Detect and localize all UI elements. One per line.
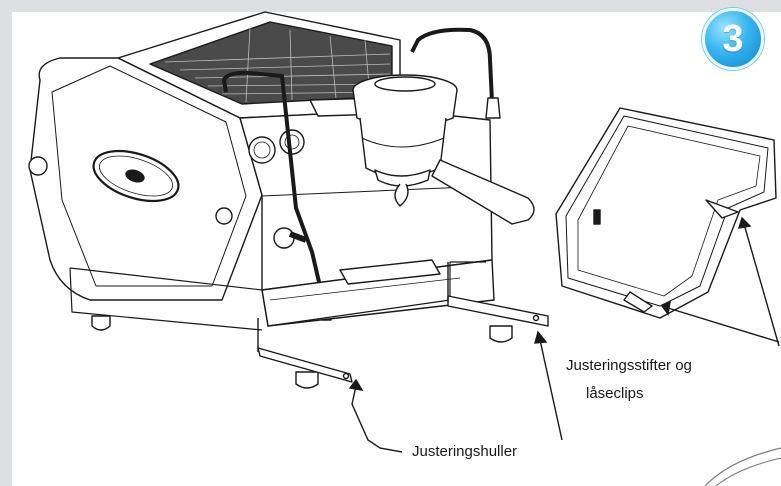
step-number: 3 (722, 18, 744, 60)
bracket-left (257, 347, 353, 383)
detail-inset (555, 107, 777, 319)
callout-arrows (348, 216, 780, 453)
arrow-head-pins-lower (660, 300, 671, 316)
label-adjustment-pins-line1: Justeringsstifter og (566, 357, 692, 374)
arrow-head-holes-left (348, 378, 364, 391)
foot-front-right (489, 325, 513, 343)
chassis-base (69, 261, 486, 327)
adjustment-hole-left (342, 372, 350, 380)
step-number-badge: 3 (702, 8, 764, 70)
foot-front-left (295, 371, 319, 389)
arrow-pins-upper (743, 223, 780, 347)
arrow-holes-right (539, 339, 563, 441)
locking-clip-upper (705, 199, 739, 219)
label-adjustment-holes: Justeringshuller (412, 443, 518, 460)
pressure-gauge-left (248, 136, 276, 164)
label-adjustment-pins-line2: låseclips (586, 385, 644, 402)
side-knob-left (28, 156, 48, 176)
steam-pipe-rear (410, 27, 494, 103)
steam-wand (222, 70, 328, 313)
adjustment-hole-right (532, 314, 540, 322)
inset-panel-outer (555, 107, 777, 319)
side-knob-right (215, 207, 233, 225)
arrow-holes-left (351, 385, 403, 453)
side-panel-inner (51, 65, 247, 287)
arrow-pins-lower (667, 307, 780, 343)
drip-grate (339, 259, 441, 285)
portafilter-handle (431, 159, 535, 225)
portafilter-basket (359, 117, 447, 178)
portafilter-spout (394, 183, 409, 207)
arrow-head-holes-right (534, 330, 548, 344)
brand-logo (92, 149, 180, 203)
adjustment-pin (593, 209, 601, 225)
bracket-right (447, 295, 549, 327)
portafilter-ring (374, 169, 431, 187)
locking-clip-lower (623, 291, 653, 313)
next-figure-edge (704, 447, 781, 486)
arrow-head-pins-upper (738, 216, 752, 229)
pressure-gauge-right (279, 129, 305, 155)
steam-knob (273, 227, 295, 249)
steam-tip (485, 97, 501, 119)
foot-rear-left (91, 315, 111, 331)
